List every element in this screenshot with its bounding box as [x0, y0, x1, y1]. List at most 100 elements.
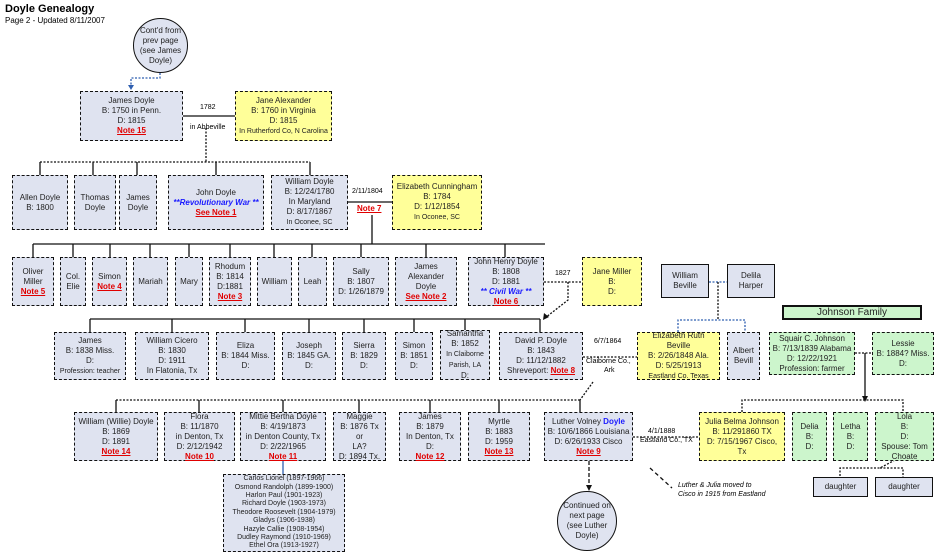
note-link[interactable]: Note 12	[415, 451, 445, 461]
person-text: Oliver	[22, 266, 44, 276]
person-box-daughter-1[interactable]: daughter	[813, 477, 868, 497]
person-box-daughter-2[interactable]: daughter	[875, 477, 933, 497]
person-text: D:	[900, 431, 909, 441]
person-line: D: 1/12/1854	[414, 202, 460, 212]
person-line: B: 4/19/1873	[260, 422, 305, 432]
person-text: D: 1/26/1879	[338, 286, 384, 296]
person-line: B: 1876 Tx or	[336, 422, 383, 442]
note-link[interactable]: Note 5	[20, 286, 46, 296]
note-link[interactable]: Note 14	[101, 446, 131, 456]
note-link[interactable]: See Note 1	[195, 207, 237, 217]
person-line: B: 1830	[158, 346, 186, 356]
person-text: In Claiborne	[446, 351, 484, 358]
note-link[interactable]: Note 9	[576, 446, 601, 456]
note-link[interactable]: Note 6	[493, 296, 519, 306]
person-line: Ethel Ora (1913-1927)	[249, 542, 319, 550]
person-line: Delila	[741, 271, 761, 281]
note-link[interactable]: Note 8	[550, 366, 576, 375]
person-line: Mittie Bertha Doyle	[249, 412, 317, 422]
note-7-link[interactable]: Note 7	[357, 204, 382, 213]
person-line: Bevill	[734, 356, 753, 366]
person-line: B: 1800	[26, 203, 54, 213]
person-text: D:	[805, 441, 814, 451]
person-line: William Cicero	[146, 336, 197, 346]
person-line: James	[78, 336, 102, 346]
continued-on-next-page[interactable]: Continued on next page (see Luther Doyle…	[557, 491, 617, 551]
note-link[interactable]: Note 13	[484, 446, 514, 456]
note-link[interactable]: Note 3	[217, 291, 243, 301]
person-box-leah[interactable]: Leah	[298, 257, 327, 306]
person-text: D:	[899, 358, 907, 368]
note-link[interactable]: Note 4	[97, 281, 122, 291]
person-text: B: 1844 Miss.	[221, 351, 270, 360]
person-text: B: 1808	[492, 266, 520, 276]
person-line: William	[262, 277, 288, 287]
person-line: James	[418, 412, 442, 422]
person-text: Miller	[23, 276, 43, 286]
person-box-john-doyle[interactable]: John Doyle**Revolutionary War **See Note…	[168, 175, 264, 230]
note-link[interactable]: Note 11	[268, 451, 298, 461]
note-link[interactable]: Note 10	[185, 451, 214, 461]
person-text: Letha	[840, 421, 861, 431]
person-text: D: 1881	[491, 276, 521, 286]
person-text: B: 1784	[423, 192, 451, 201]
person-box-col-elie[interactable]: Col.Elie	[60, 257, 86, 306]
person-text: in Denton County, Tx	[245, 431, 321, 441]
person-line: D: 2/22/1965	[260, 442, 306, 452]
person-box-mariah[interactable]: Mariah	[133, 257, 168, 306]
circle-text: Cont'd from	[139, 25, 182, 35]
person-line: B: 1851	[400, 351, 428, 361]
person-line: In Maryland	[289, 197, 331, 207]
note-link[interactable]: Note 15	[117, 126, 146, 135]
person-line: James	[414, 262, 438, 272]
person-box-mittie-children[interactable]: Carlos Lionel (1897-1966)Osmond Randolph…	[223, 474, 345, 552]
note-link[interactable]: See Note 2	[405, 291, 447, 301]
person-box-mary[interactable]: Mary	[175, 257, 203, 306]
person-box-william[interactable]: William	[257, 257, 292, 306]
marriage-date: 6/7/1864	[594, 338, 622, 345]
person-line: Maggie	[346, 412, 372, 422]
person-text: D:1881	[217, 281, 243, 291]
continued-from-prev-page[interactable]: Cont'd from prev page (see James Doyle)	[133, 18, 188, 73]
person-text: B: 1845 GA.	[287, 351, 331, 360]
